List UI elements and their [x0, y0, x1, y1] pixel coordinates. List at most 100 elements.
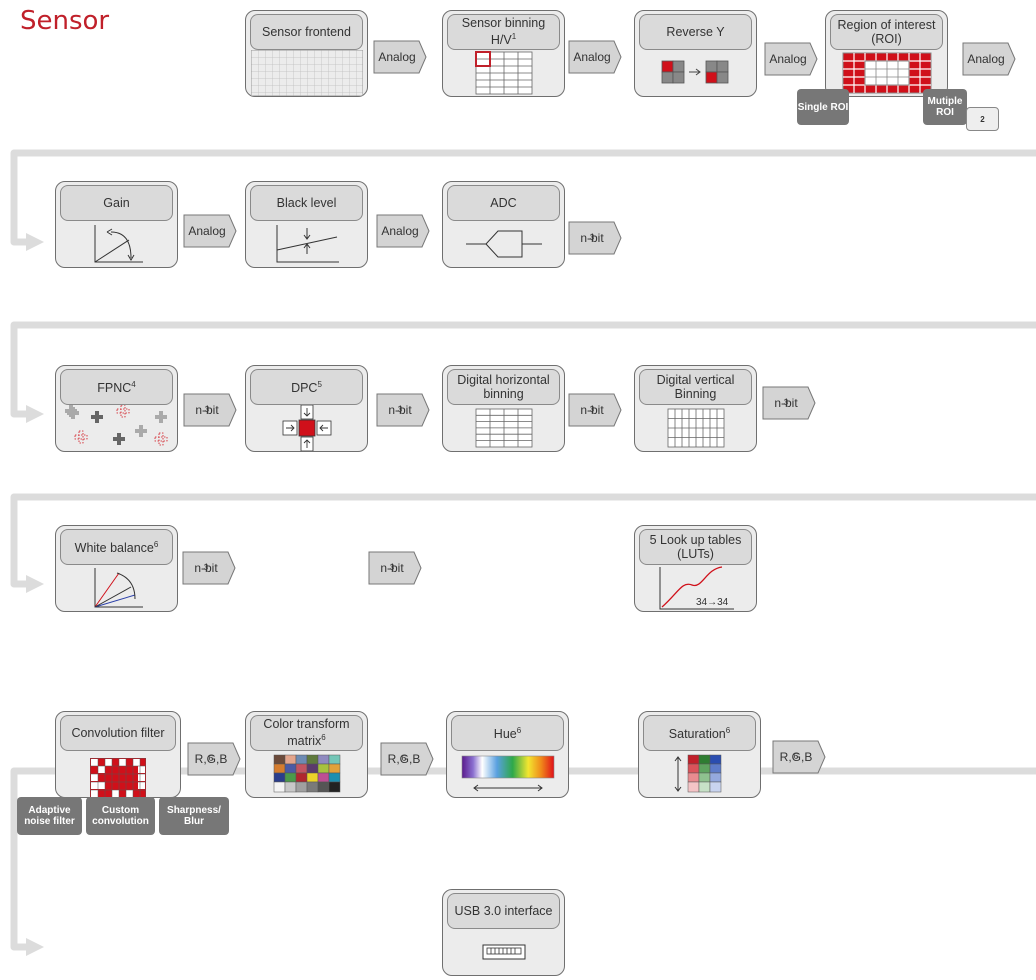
connector-label: Analog	[967, 52, 1005, 66]
block-title-text: DPC	[291, 381, 318, 396]
block-title-text: Sensor binning H/V	[461, 16, 546, 48]
block-luts: 5 Look up tables (LUTs) 34→34	[634, 525, 757, 612]
connector-label: Analog	[769, 52, 807, 66]
saturation-grid-icon	[639, 750, 760, 797]
connector-analog: Analog	[373, 40, 427, 74]
black-level-icon	[246, 220, 367, 267]
lut-mapping-label: 34→34	[696, 597, 729, 608]
block-title: Hue6	[451, 715, 564, 751]
block-title: DPC5	[250, 369, 363, 405]
block-black-level: Black level	[245, 181, 368, 268]
block-title: Sensor frontend	[250, 14, 363, 50]
connector-analog: Analog	[962, 42, 1016, 76]
block-gain: Gain	[55, 181, 178, 268]
gain-curve-icon	[56, 220, 177, 267]
flow-line-row2-row3	[10, 321, 1036, 418]
connector-label-text: n-bit	[194, 561, 218, 575]
usb-port-icon	[443, 928, 564, 975]
footnote-marker: 3	[397, 405, 403, 414]
convolution-kernel-icon	[56, 750, 180, 798]
footnote-marker: 3	[389, 563, 395, 572]
connector-label-text: n-bit	[774, 396, 798, 410]
footnote-marker: 1	[511, 32, 517, 42]
block-title-text: Saturation	[668, 727, 726, 742]
white-balance-icon	[56, 564, 177, 611]
footnote-marker: 5	[317, 380, 322, 390]
tag-adaptive-noise-filter: Adaptive noise filter	[17, 797, 82, 835]
tag-single-roi: Single ROI	[797, 89, 849, 125]
footnote-marker: 6	[208, 754, 214, 763]
connector-label-text: R,G,B	[194, 752, 228, 766]
flow-arrowhead	[26, 405, 44, 423]
connector-label-text: n-bit	[380, 561, 404, 575]
footnote-marker: 6	[401, 754, 407, 763]
block-title: Digital vertical Binning	[639, 369, 752, 405]
block-color-transform-matrix: Color transform matrix6	[245, 711, 368, 798]
vertical-binning-icon	[635, 404, 756, 451]
flow-line-row1-row2	[10, 149, 1036, 246]
connector-label-text: n-bit	[195, 403, 219, 417]
block-title: Black level	[250, 185, 363, 221]
connector-analog: Analog	[183, 214, 237, 248]
grid-icon	[246, 49, 367, 96]
block-title: Reverse Y	[639, 14, 752, 50]
color-checker-icon	[246, 750, 367, 797]
connector-label: Analog	[381, 224, 419, 238]
block-title: Digital horizontal binning	[447, 369, 560, 405]
block-title: Convolution filter	[60, 715, 176, 751]
block-title: White balance6	[60, 529, 173, 565]
block-fpnc: FPNC4	[55, 365, 178, 452]
connector-label-text: R,G,B	[779, 750, 813, 764]
block-dpc: DPC5	[245, 365, 368, 452]
connector-analog: Analog	[568, 40, 622, 74]
connector-label: Analog	[188, 224, 226, 238]
binning-grid-icon	[443, 49, 564, 96]
block-title-text: FPNC	[97, 381, 132, 396]
flow-arrowhead	[26, 233, 44, 251]
block-title: Color transform matrix6	[250, 715, 363, 751]
fpnc-pattern-icon	[56, 404, 177, 451]
block-title: Region of interest (ROI)	[830, 14, 943, 50]
footnote-marker: 6	[725, 726, 731, 736]
footnote-marker: 6	[153, 540, 159, 550]
footnote-marker: 3	[783, 398, 789, 407]
block-convolution-filter: Convolution filter	[55, 711, 181, 798]
connector-label-text: n-bit	[388, 403, 412, 417]
reverse-y-icon	[635, 49, 756, 96]
block-title-text: Color transform matrix	[263, 717, 350, 749]
connector-label-text: n-bit	[580, 403, 604, 417]
block-digital-vertical-binning: Digital vertical Binning	[634, 365, 757, 452]
page-title: Sensor	[20, 6, 110, 36]
footnote-marker: 3	[589, 233, 595, 242]
block-digital-horizontal-binning: Digital horizontal binning	[442, 365, 565, 452]
footnote-marker: 3	[589, 405, 595, 414]
connector-label: Analog	[573, 50, 611, 64]
block-title: Saturation6	[643, 715, 756, 751]
block-title-text: White balance	[74, 541, 154, 556]
footnote-marker: 3	[204, 405, 210, 414]
block-reverse-y: Reverse Y	[634, 10, 757, 97]
lut-curve-icon: 34→34	[635, 564, 756, 611]
tag-sharpness-blur: Sharpness/ Blur	[159, 797, 229, 835]
block-roi: Region of interest (ROI)	[825, 10, 948, 97]
block-title-text: Hue	[493, 727, 517, 742]
footnote-marker: 3	[203, 563, 209, 572]
horizontal-binning-icon	[443, 404, 564, 451]
block-saturation: Saturation6	[638, 711, 761, 798]
block-title: ADC	[447, 185, 560, 221]
flow-line-row3-row4	[10, 493, 1036, 588]
